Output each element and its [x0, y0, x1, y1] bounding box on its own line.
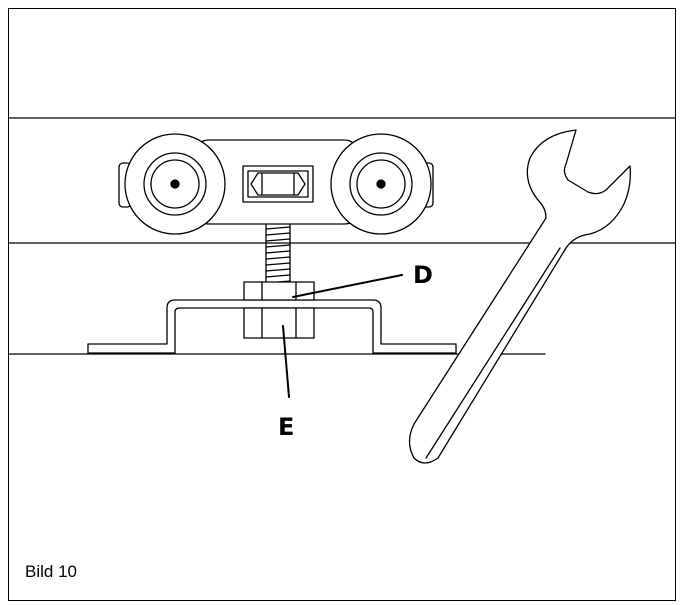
leader-line-e: [282, 325, 290, 398]
threaded-bolt: [265, 223, 291, 285]
figure-caption: Bild 10: [25, 562, 77, 581]
callout-d: D: [413, 261, 433, 289]
wrench-icon: [408, 129, 632, 464]
roller-carriage: [118, 133, 434, 235]
right-wheel: [330, 133, 432, 235]
nut-d: [243, 281, 315, 301]
left-wheel: [124, 133, 226, 235]
center-nut-slot: [242, 165, 314, 203]
callout-e: E: [278, 413, 294, 441]
leader-line-d: [292, 274, 403, 298]
wrench-handle-edge: [425, 247, 561, 459]
nut-e: [243, 307, 315, 339]
mounting-bracket: [87, 299, 457, 354]
